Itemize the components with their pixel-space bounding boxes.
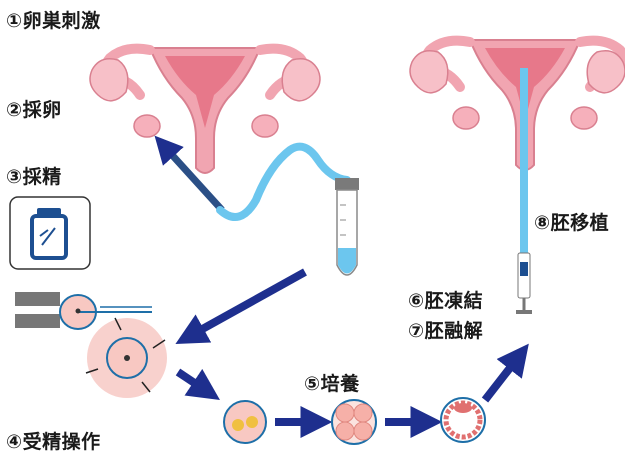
sperm-container-icon bbox=[10, 197, 90, 269]
step-3-label: ③採精 bbox=[6, 162, 62, 189]
ivf-egg-with-sperm-icon bbox=[86, 318, 167, 398]
step-8-label: ⑧胚移植 bbox=[534, 208, 609, 235]
step-6-label: ⑥胚凍結 bbox=[408, 286, 483, 313]
blastocyst-icon bbox=[441, 398, 485, 442]
zygote-icon bbox=[224, 401, 266, 443]
uterus-right-icon bbox=[410, 40, 625, 170]
step-1-label: ①卵巣刺激 bbox=[6, 6, 101, 33]
cleavage-embryo-icon bbox=[332, 400, 376, 444]
egg-retrieval-needle-icon bbox=[163, 145, 347, 217]
step-5-label: ⑤培養 bbox=[304, 369, 360, 396]
step-2-label: ②採卵 bbox=[6, 95, 62, 122]
step-7-label: ⑦胚融解 bbox=[408, 316, 483, 343]
collection-tube-icon bbox=[335, 178, 359, 275]
step-4-label: ④受精操作 bbox=[6, 427, 101, 453]
